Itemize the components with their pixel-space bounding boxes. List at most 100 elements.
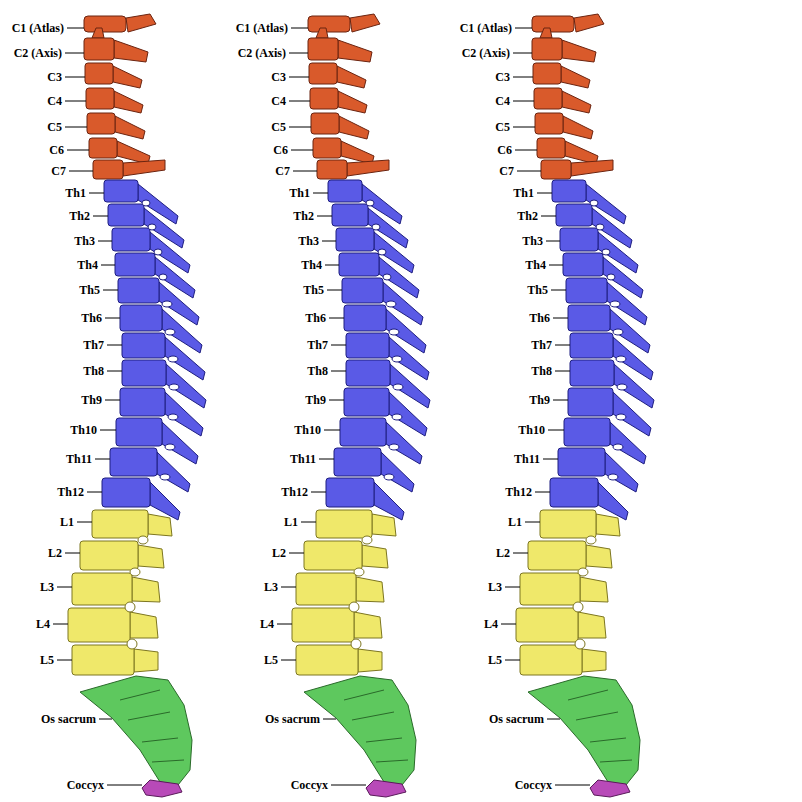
vertebra-label: Th4 bbox=[301, 258, 322, 272]
leader-line bbox=[555, 345, 570, 346]
vertebra-label: C2 (Axis) bbox=[14, 46, 62, 60]
vertebra-label: L3 bbox=[264, 580, 278, 594]
leader-line bbox=[57, 660, 72, 661]
vertebra-label: Os sacrum bbox=[265, 712, 320, 726]
vertebra-label: C4 bbox=[495, 94, 510, 108]
leader-line bbox=[99, 719, 112, 720]
leader-line bbox=[324, 430, 340, 431]
vertebra-label: C7 bbox=[275, 164, 290, 178]
leader-line bbox=[98, 241, 112, 242]
leader-line bbox=[525, 522, 540, 523]
spine-right bbox=[516, 14, 654, 797]
spine-left bbox=[68, 14, 206, 797]
leader-line bbox=[535, 492, 550, 493]
vertebra-label: Th2 bbox=[69, 209, 90, 223]
vertebra-label: C1 (Atlas) bbox=[460, 21, 512, 35]
leader-line bbox=[67, 150, 89, 151]
leader-line bbox=[329, 318, 344, 319]
leader-line bbox=[555, 371, 570, 372]
vertebra-label: Os sacrum bbox=[489, 712, 544, 726]
vertebra-label: C1 (Atlas) bbox=[12, 21, 64, 35]
vertebra-label: Th11 bbox=[66, 452, 92, 466]
leader-line bbox=[505, 587, 520, 588]
vertebra-label: Os sacrum bbox=[41, 712, 96, 726]
vertebra-label: Th12 bbox=[57, 485, 84, 499]
leader-line bbox=[277, 624, 292, 625]
vertebra-label: C6 bbox=[273, 143, 288, 157]
vertebra-label: C6 bbox=[497, 143, 512, 157]
leader-line bbox=[515, 28, 532, 29]
vertebra-label: Th9 bbox=[529, 393, 550, 407]
vertebra-label: L5 bbox=[488, 653, 502, 667]
leader-line bbox=[101, 265, 115, 266]
leader-line bbox=[95, 459, 110, 460]
leader-line bbox=[107, 345, 122, 346]
vertebra-label: Th7 bbox=[83, 338, 104, 352]
leader-line bbox=[289, 53, 308, 54]
leader-line bbox=[513, 553, 528, 554]
vertebra-label: C5 bbox=[271, 120, 286, 134]
vertebra-label: Th4 bbox=[525, 258, 546, 272]
vertebra-label: Th3 bbox=[298, 234, 319, 248]
leader-line bbox=[317, 216, 332, 217]
leader-line bbox=[325, 265, 339, 266]
leader-line bbox=[537, 193, 552, 194]
leader-line bbox=[289, 553, 304, 554]
leader-line bbox=[289, 127, 311, 128]
vertebra-label: Th5 bbox=[303, 283, 324, 297]
vertebra-label: Th3 bbox=[522, 234, 543, 248]
vertebra-label: L2 bbox=[496, 546, 510, 560]
vertebra-label: Th12 bbox=[505, 485, 532, 499]
vertebra-label: C3 bbox=[47, 70, 62, 84]
vertebra-label: C3 bbox=[495, 70, 510, 84]
leader-line bbox=[107, 371, 122, 372]
leader-lines bbox=[53, 28, 590, 785]
leader-line bbox=[331, 345, 346, 346]
vertebra-label: Th1 bbox=[289, 186, 310, 200]
leader-line bbox=[87, 492, 102, 493]
vertebra-label: C4 bbox=[47, 94, 62, 108]
leader-line bbox=[513, 77, 533, 78]
vertebra-label: Th10 bbox=[294, 423, 321, 437]
vertebra-label: Th10 bbox=[70, 423, 97, 437]
leader-line bbox=[541, 216, 556, 217]
vertebra-label: Th7 bbox=[531, 338, 552, 352]
leader-line bbox=[105, 318, 120, 319]
vertebra-label: L5 bbox=[264, 653, 278, 667]
vertebra-label: L1 bbox=[60, 515, 74, 529]
leader-line bbox=[513, 101, 534, 102]
leader-line bbox=[546, 241, 560, 242]
leader-line bbox=[329, 400, 344, 401]
leader-line bbox=[311, 492, 326, 493]
leader-line bbox=[515, 150, 537, 151]
leader-line bbox=[69, 171, 93, 172]
vertebra-label: C2 (Axis) bbox=[462, 46, 510, 60]
vertebra-label: Th8 bbox=[531, 364, 552, 378]
vertebra-label: Th9 bbox=[81, 393, 102, 407]
vertebra-label: L5 bbox=[40, 653, 54, 667]
vertebra-label: Th8 bbox=[83, 364, 104, 378]
leader-line bbox=[77, 522, 92, 523]
leader-line bbox=[327, 290, 342, 291]
leader-line bbox=[553, 400, 568, 401]
vertebra-label: C7 bbox=[51, 164, 66, 178]
leader-line bbox=[53, 624, 68, 625]
vertebra-label: Th3 bbox=[74, 234, 95, 248]
leader-line bbox=[100, 430, 116, 431]
leader-line bbox=[301, 522, 316, 523]
vertebra-label: Th6 bbox=[529, 311, 550, 325]
leader-line bbox=[65, 127, 87, 128]
vertebra-label: Th6 bbox=[305, 311, 326, 325]
leader-line bbox=[553, 318, 568, 319]
leader-line bbox=[293, 171, 317, 172]
vertebra-label: L2 bbox=[272, 546, 286, 560]
vertebra-label: C5 bbox=[495, 120, 510, 134]
leader-line bbox=[93, 216, 108, 217]
leader-line bbox=[281, 587, 296, 588]
leader-line bbox=[313, 193, 328, 194]
vertebra-label: Th4 bbox=[77, 258, 98, 272]
vertebra-label: Th7 bbox=[307, 338, 328, 352]
leader-line bbox=[517, 171, 541, 172]
leader-line bbox=[549, 265, 563, 266]
